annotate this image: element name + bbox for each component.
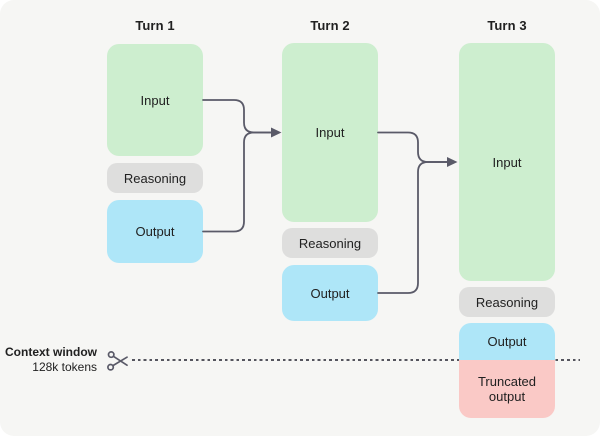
connector-turn2-to-turn3 [377,131,458,294]
turn-1-output-box: Output [107,200,203,263]
turn-1-label: Turn 1 [135,18,175,33]
turn-2-reasoning-box: Reasoning [282,228,378,258]
turn-3-output-box: Output [459,323,555,360]
context-window-tokens: 128k tokens [32,360,97,374]
turn-2-label: Turn 2 [310,18,350,33]
turn-3-input-box: Input [459,43,555,281]
connector-turn1-to-turn2 [202,99,282,233]
arrowhead-icon [271,127,282,138]
turn-1-input-box: Input [107,44,203,156]
turn-3-truncated-output-box: Truncated output [459,360,555,418]
context-window-label: Context window 128k tokens [0,345,97,375]
turn-1-reasoning-box: Reasoning [107,163,203,193]
arrowhead-icon [447,157,458,167]
turn-3-reasoning-box: Reasoning [459,287,555,317]
context-window-title: Context window [5,345,97,359]
context-window-dashed-line [132,359,580,361]
turn-2-output-box: Output [282,265,378,321]
scissors-icon [107,351,128,371]
turn-2-input-box: Input [282,43,378,222]
turn-3-label: Turn 3 [487,18,527,33]
